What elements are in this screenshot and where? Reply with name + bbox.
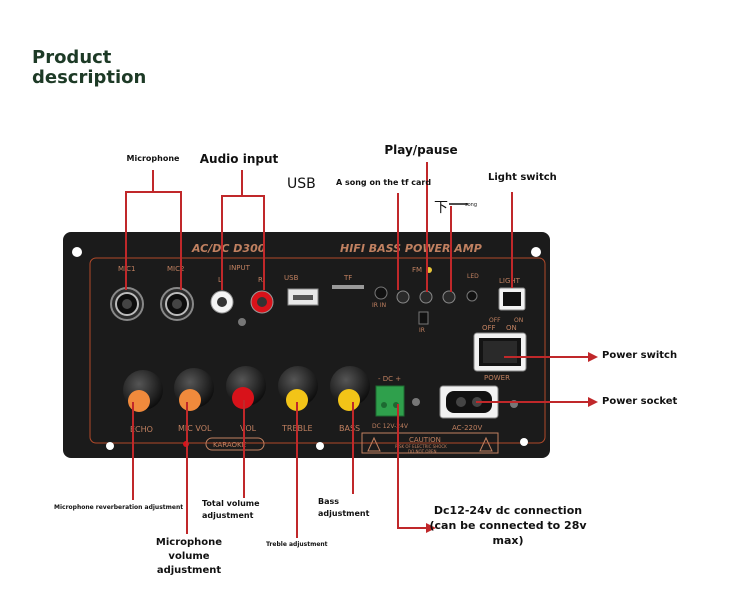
- callout-total-volume: Total volume adjustment: [202, 499, 260, 520]
- ac-label: AC-220V: [452, 424, 482, 432]
- power-on-label: ON: [506, 324, 517, 332]
- mount-hole: [316, 442, 324, 450]
- tf-slot[interactable]: [332, 285, 364, 289]
- treble-label: TREBLE: [281, 424, 313, 433]
- mic-vol-label: MIC VOL: [178, 424, 212, 433]
- play-pause-button[interactable]: [419, 290, 433, 304]
- bass-knob[interactable]: [330, 366, 370, 411]
- fm-label: FM: [412, 266, 422, 274]
- callout-usb: USB: [287, 176, 316, 192]
- light-off-label: OFF: [489, 317, 501, 324]
- ir-in-jack[interactable]: [374, 286, 388, 300]
- light-label: LIGHT: [499, 277, 521, 285]
- ir-in-label: IR IN: [372, 302, 386, 309]
- panel-header: HIFI BASS POWER AMP: [340, 242, 482, 255]
- power-off-label: OFF: [482, 324, 496, 332]
- callout-tf-song: A song on the tf card: [336, 178, 432, 187]
- caution-line2: DO NOT OPEN: [408, 449, 436, 454]
- callout-audio-input: Audio input: [199, 152, 279, 166]
- mount-hole: [531, 247, 541, 257]
- prev-button[interactable]: [396, 290, 410, 304]
- echo-label: ECHO: [130, 425, 153, 434]
- dc-label: - DC +: [378, 375, 401, 383]
- next-button[interactable]: [442, 290, 456, 304]
- panel-model: AC/DC D300: [191, 242, 266, 255]
- karaoke-label: KARAOKE: [213, 441, 246, 449]
- mount-hole: [106, 442, 114, 450]
- page-title: Product description: [32, 47, 147, 88]
- ir-receiver: [418, 311, 429, 325]
- led-label: LED: [467, 273, 479, 280]
- mic2-label: MIC2: [167, 265, 184, 273]
- dc-terminal[interactable]: [375, 385, 405, 417]
- mic2-jack[interactable]: [160, 287, 194, 321]
- caution-title: CAUTION: [409, 436, 441, 444]
- mic1-jack[interactable]: [110, 287, 144, 321]
- callout-bass: Bass adjustment: [318, 497, 370, 518]
- karaoke-badge: [205, 437, 265, 451]
- mic-vol-knob[interactable]: [174, 368, 214, 411]
- callout-light-switch: Light switch: [488, 172, 557, 183]
- led-indicator: [466, 290, 478, 302]
- callout-power-socket: Power socket: [602, 396, 678, 407]
- callout-play-pause: Play/pause: [384, 143, 458, 157]
- callout-treble: Treble adjustment: [266, 541, 328, 548]
- screw: [238, 318, 246, 326]
- mic1-label: MIC1: [118, 265, 135, 273]
- mount-hole: [520, 438, 528, 446]
- dc-range-label: DC 12V-24V: [372, 423, 409, 430]
- input-r-label: R: [258, 276, 263, 284]
- caution-warning-icon: [479, 436, 493, 452]
- input-label: INPUT: [229, 264, 251, 272]
- screw: [510, 400, 518, 408]
- screw: [412, 398, 420, 406]
- ir-label: IR: [419, 327, 425, 334]
- mount-hole: [72, 247, 82, 257]
- callout-next-song-word: song: [465, 202, 478, 208]
- callout-mic-reverb: Microphone reverberation adjustment: [54, 504, 184, 511]
- callout-dc-connection: Dc12-24v dc connection (can be connected…: [429, 504, 587, 547]
- bass-label: BASS: [339, 424, 360, 433]
- caution-warning-icon: [367, 436, 381, 452]
- vol-knob[interactable]: [226, 366, 266, 409]
- callout-next-song-glyph: 下: [434, 200, 448, 216]
- callout-microphone: Microphone: [126, 154, 180, 163]
- power-label: POWER: [484, 374, 510, 382]
- rca-left-jack[interactable]: [210, 290, 234, 314]
- vol-label: VOL: [240, 424, 257, 433]
- usb-port-label: USB: [284, 274, 299, 282]
- rca-right-jack[interactable]: [250, 290, 274, 314]
- treble-knob[interactable]: [278, 366, 318, 411]
- tf-label: TF: [343, 274, 352, 282]
- input-l-label: L: [218, 276, 222, 284]
- callout-mic-volume: Microphone volume adjustment: [155, 537, 223, 576]
- callout-power-switch: Power switch: [602, 350, 678, 361]
- light-on-label: ON: [514, 317, 523, 324]
